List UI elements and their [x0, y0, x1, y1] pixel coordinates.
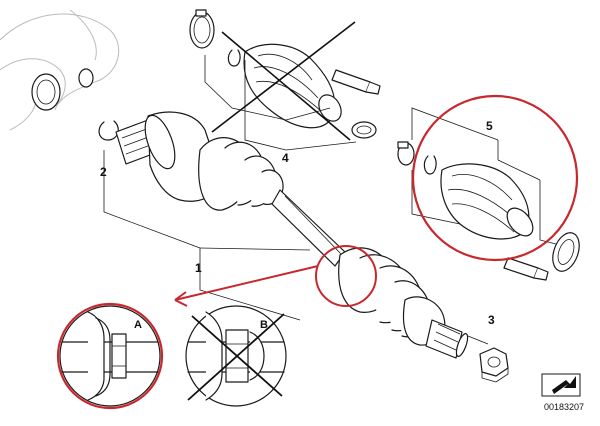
boot-kit-4	[189, 9, 381, 151]
detail-a-highlight-circle	[56, 302, 164, 410]
detail-b-cross-icon	[187, 313, 285, 401]
clamp-band	[351, 121, 377, 139]
drive-shaft-1	[115, 111, 469, 359]
leader-lines	[103, 150, 489, 345]
detail-label-b: B	[260, 319, 268, 331]
detail-pointer-arrow	[174, 265, 319, 307]
boot-kit-cross-icon	[211, 21, 356, 141]
outer-joint-highlight-circle	[315, 245, 377, 307]
clamp-ring-large	[552, 232, 580, 272]
detail-label-a: A	[134, 319, 142, 331]
transmission-housing-ghost	[0, 9, 120, 131]
boot-kit-5	[397, 94, 580, 281]
clamp-ring-top	[189, 9, 215, 49]
boot-kit-5-highlight-circle	[411, 94, 579, 262]
collar-nut-3	[479, 347, 509, 383]
direction-arrow-icon	[541, 373, 581, 397]
detail-b	[185, 305, 287, 407]
clamp-ring-small	[397, 141, 415, 166]
part-label-3: 3	[488, 313, 495, 327]
part-label-1: 1	[195, 261, 202, 275]
part-label-2: 2	[100, 165, 107, 179]
circlip-2	[98, 120, 119, 141]
seal-ring-left	[31, 68, 94, 111]
part-label-5: 5	[486, 119, 493, 133]
grease-tube	[331, 69, 381, 95]
grease-tube-5	[503, 257, 549, 281]
detail-a	[56, 302, 164, 410]
part-label-4: 4	[282, 151, 289, 165]
document-number: 00183207	[544, 402, 584, 412]
